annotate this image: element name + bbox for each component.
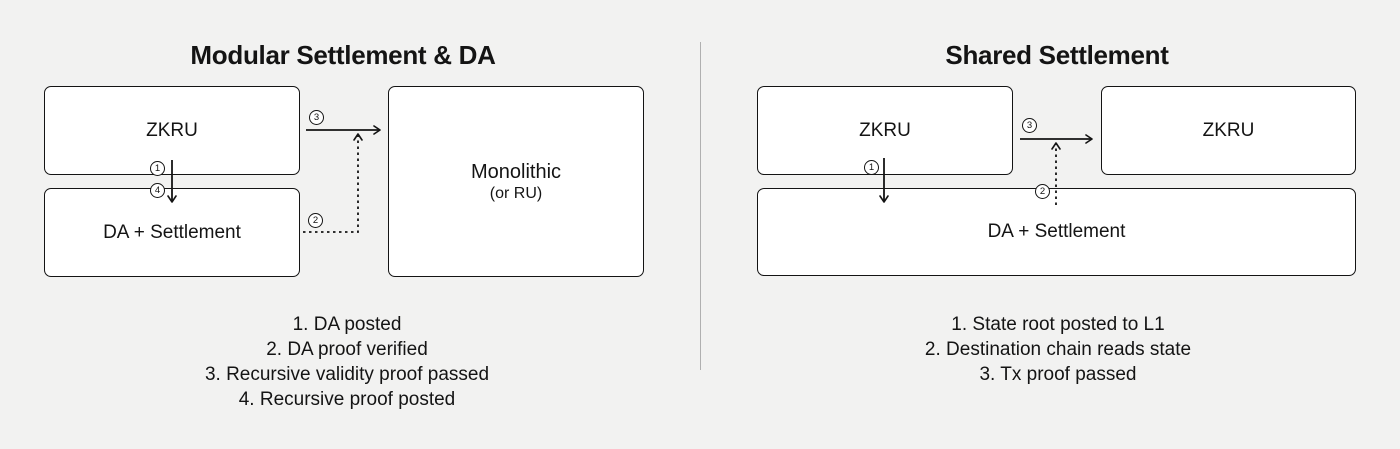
right-zkru-destination-box: ZKRU [1101, 86, 1356, 175]
right-panel-title: Shared Settlement [945, 40, 1169, 70]
left-step-marker-3: 3 [309, 110, 324, 125]
left-step-marker-2: 2 [308, 213, 323, 228]
left-da-settlement-box: DA + Settlement [44, 188, 300, 277]
right-step-marker-2: 2 [1035, 184, 1050, 199]
right-zkru-destination-label: ZKRU [1202, 119, 1255, 141]
left-panel-title: Modular Settlement & DA [190, 40, 496, 70]
left-da-settlement-label: DA + Settlement [103, 221, 241, 243]
right-step-marker-3: 3 [1022, 118, 1037, 133]
right-da-settlement-box: DA + Settlement [757, 188, 1356, 276]
right-legend: 1. State root posted to L1 2. Destinatio… [925, 312, 1191, 387]
monolithic-sublabel: (or RU) [489, 184, 543, 202]
left-legend-line-2: 2. DA proof verified [266, 339, 428, 360]
left-step-marker-1: 1 [150, 161, 165, 176]
right-legend-line-2: 2. Destination chain reads state [924, 339, 1192, 360]
left-zkru-label: ZKRU [146, 119, 198, 141]
panel-divider [700, 42, 701, 370]
right-da-settlement-label: DA + Settlement [987, 221, 1126, 242]
left-zkru-box: ZKRU [44, 86, 300, 175]
right-step-marker-1: 1 [864, 160, 879, 175]
monolithic-box: Monolithic (or RU) [388, 86, 644, 277]
right-zkru-source-label: ZKRU [859, 119, 911, 141]
right-zkru-source-box: ZKRU [757, 86, 1013, 175]
left-legend-line-1: 1. DA posted [292, 314, 402, 335]
left-legend-line-3: 3. Recursive validity proof passed [204, 364, 490, 385]
left-legend-line-4: 4. Recursive proof posted [238, 389, 456, 410]
left-legend: 1. DA posted 2. DA proof verified 3. Rec… [205, 312, 489, 412]
left-step-marker-4: 4 [150, 183, 165, 198]
right-legend-line-3: 3. Tx proof passed [979, 364, 1137, 385]
right-legend-line-1: 1. State root posted to L1 [951, 314, 1165, 335]
monolithic-label: Monolithic [470, 160, 562, 183]
